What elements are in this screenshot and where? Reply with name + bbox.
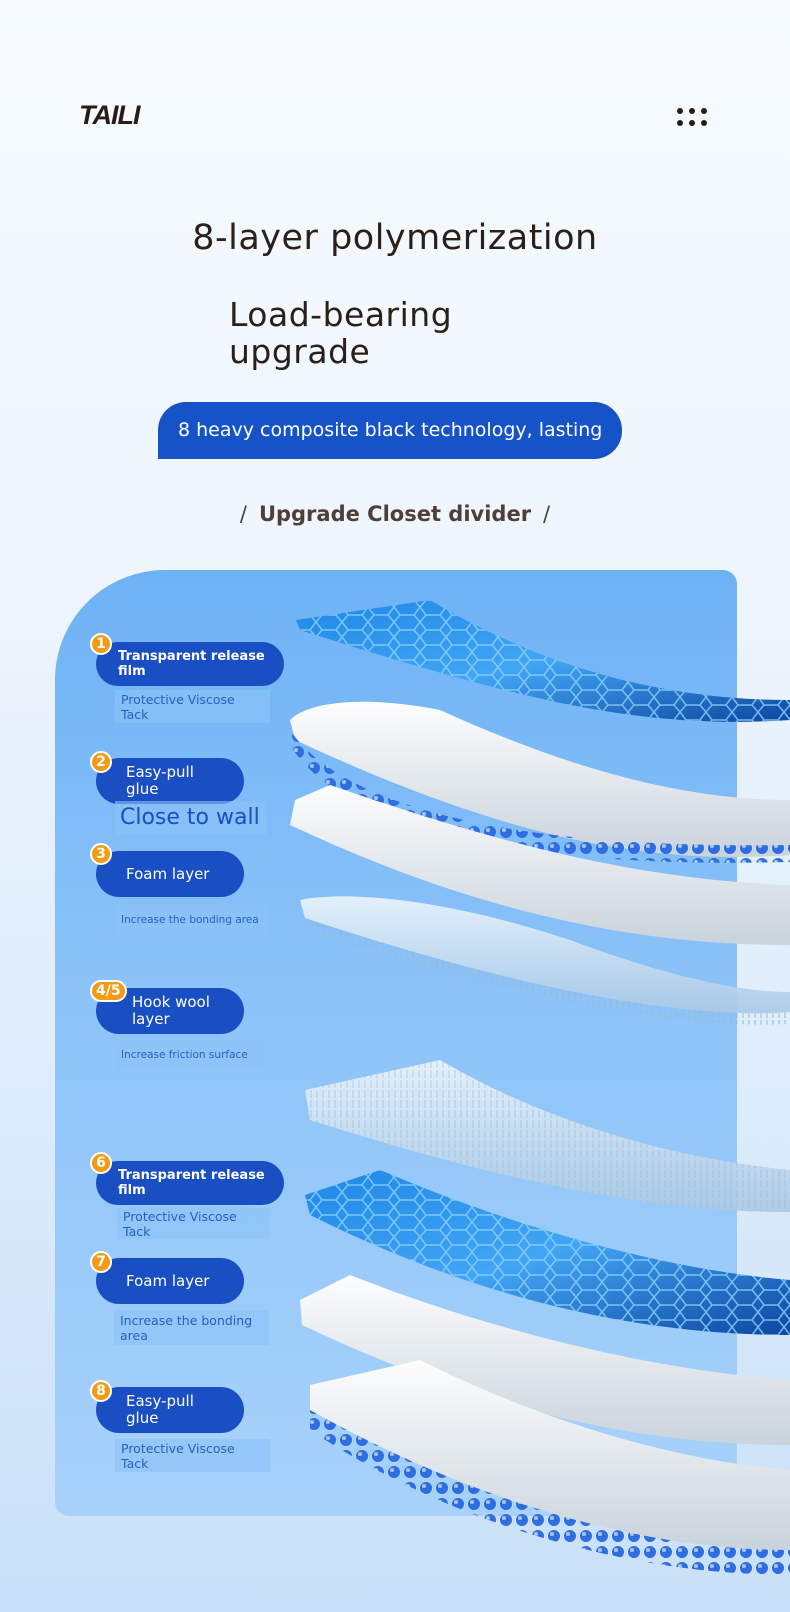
layer-badge-4-5: 4/5 (90, 980, 127, 1002)
dot (677, 120, 683, 126)
layer-name: Easy-pull glue (126, 1392, 194, 1427)
layer-label-8: Easy-pull glue (96, 1387, 244, 1433)
layer-desc-3: Increase the bonding area (115, 904, 267, 936)
section-title: / Upgrade Closet divider / (0, 502, 790, 526)
layer-badge-1: 1 (90, 633, 112, 655)
page-headline: 8-layer polymerization (192, 218, 598, 258)
more-dots-icon[interactable] (677, 108, 709, 128)
layer-label-1: Transparent release film (96, 642, 284, 686)
page-subheadline: Load-bearing upgrade (229, 295, 453, 371)
dot (689, 120, 695, 126)
brand-logo[interactable]: TAILI (79, 100, 140, 130)
dot (689, 108, 695, 114)
layer-desc-6: Protective Viscose Tack (117, 1208, 269, 1239)
layer-badge-6: 6 (90, 1152, 112, 1174)
layer-desc-1: Protective Viscose Tack (115, 690, 270, 723)
layer-name: Hook wool layer (132, 993, 210, 1028)
layer-label-6: Transparent release film (96, 1161, 284, 1205)
dot (701, 120, 707, 126)
dot (677, 108, 683, 114)
layer-name: Transparent release film (118, 1168, 265, 1198)
layer-badge-8: 8 (90, 1380, 112, 1402)
layer-desc-4-5: Increase friction surface (115, 1040, 265, 1070)
layer-desc-7: Increase the bonding area (114, 1310, 269, 1345)
layer-label-7: Foam layer (96, 1258, 244, 1304)
close-to-wall-callout: Close to wall (115, 801, 267, 835)
layer-label-2: Easy-pull glue (96, 758, 244, 804)
layer-badge-3: 3 (90, 843, 112, 865)
layers-illustration (290, 600, 790, 1575)
section-title-text: Upgrade Closet divider (258, 502, 532, 526)
layer-name: Foam layer (126, 1271, 210, 1290)
dot (701, 108, 707, 114)
layer-label-3: Foam layer (96, 851, 244, 897)
layer-name: Transparent release film (118, 649, 265, 679)
technology-banner: 8 heavy composite black technology, last… (158, 402, 622, 459)
layer-badge-2: 2 (90, 751, 112, 773)
layer-badge-7: 7 (90, 1251, 112, 1273)
layer-desc-8: Protective Viscose Tack (115, 1439, 270, 1472)
slash-right: / (543, 502, 551, 526)
layer-name: Foam layer (126, 864, 210, 883)
layer-name: Easy-pull glue (126, 763, 194, 798)
slash-left: / (239, 502, 247, 526)
